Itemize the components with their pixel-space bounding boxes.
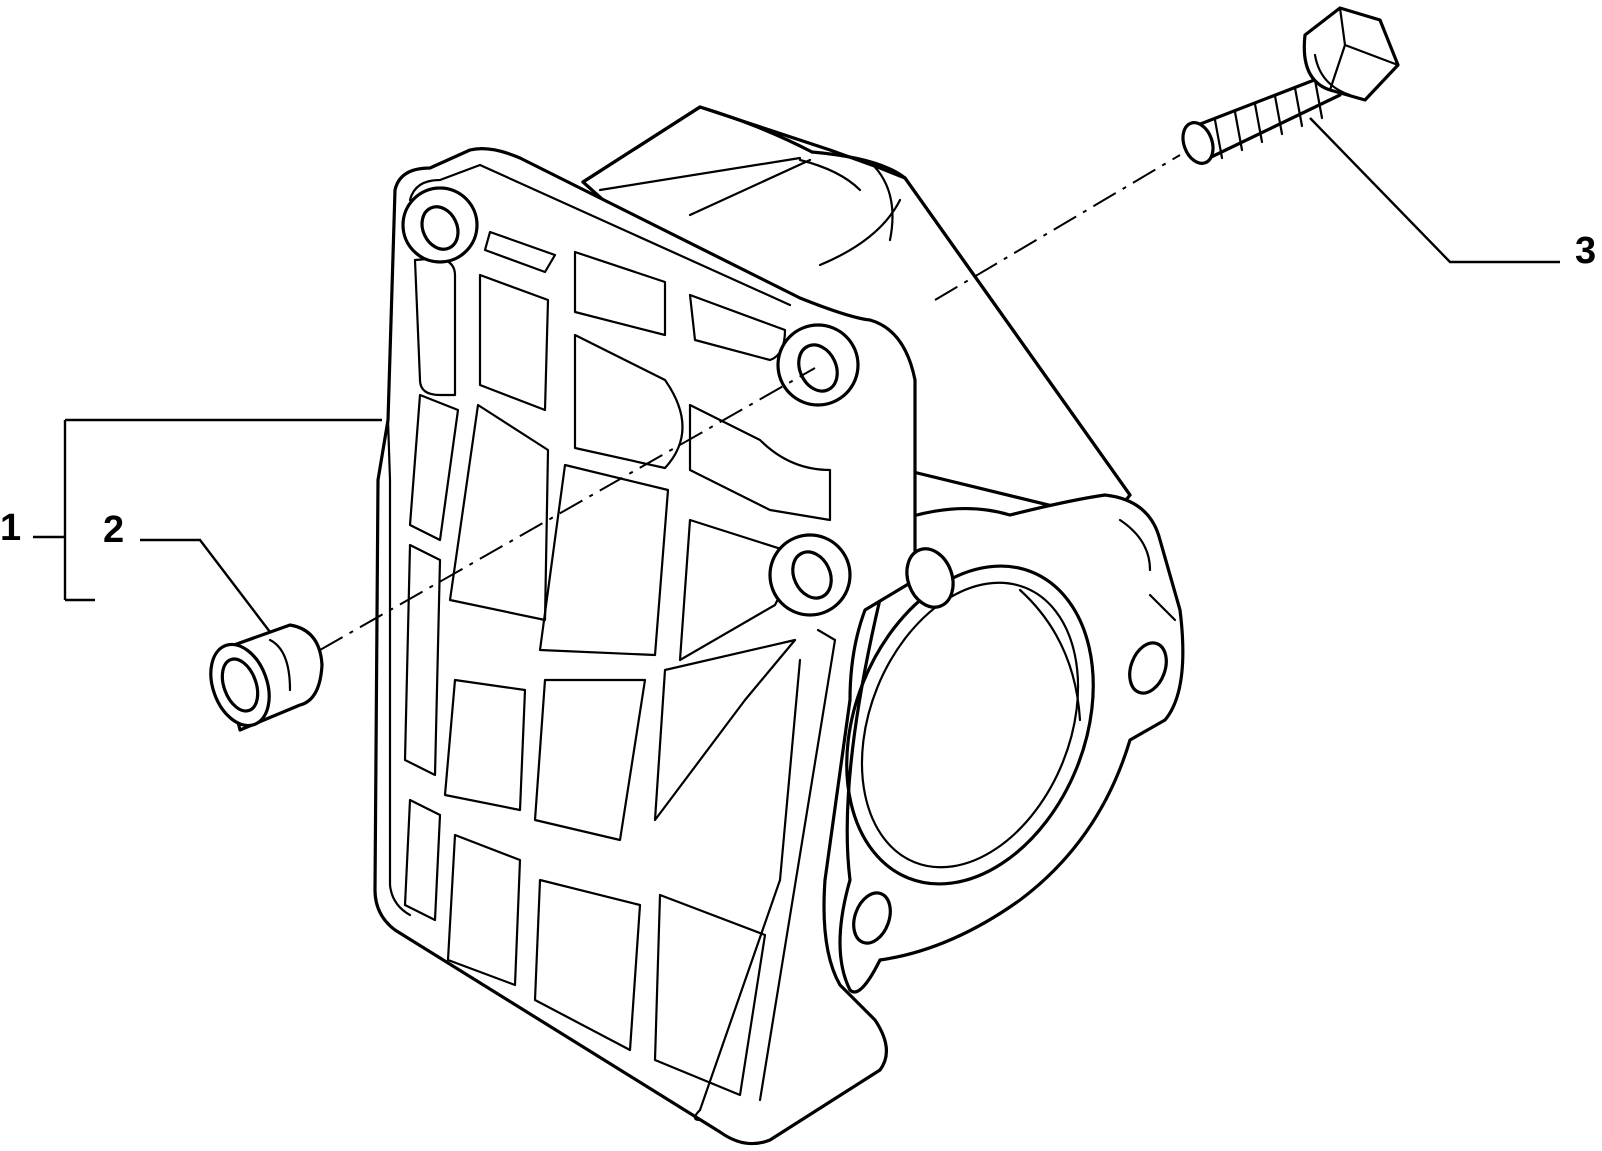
boss-middle-right — [776, 323, 860, 407]
assembly-axis-lines — [319, 154, 1181, 651]
boss-top-left — [401, 186, 479, 264]
boss-flange — [905, 547, 955, 609]
hex-bolt — [1181, 6, 1400, 165]
leader-lines — [33, 117, 1560, 633]
callout-part-3: 3 — [1575, 230, 1596, 272]
boss-lower-right — [768, 533, 852, 617]
bracket-housing — [373, 105, 1185, 1146]
housing-flange — [838, 493, 1185, 994]
leader-part-1 — [33, 418, 382, 602]
housing-front-plate — [373, 147, 955, 1146]
callout-part-1: 1 — [0, 507, 21, 549]
leader-part-2 — [140, 538, 271, 633]
callout-part-2: 2 — [103, 509, 124, 551]
dowel-sleeve — [209, 623, 324, 732]
housing-rear-body — [581, 105, 1132, 522]
leader-part-3 — [1309, 117, 1560, 264]
